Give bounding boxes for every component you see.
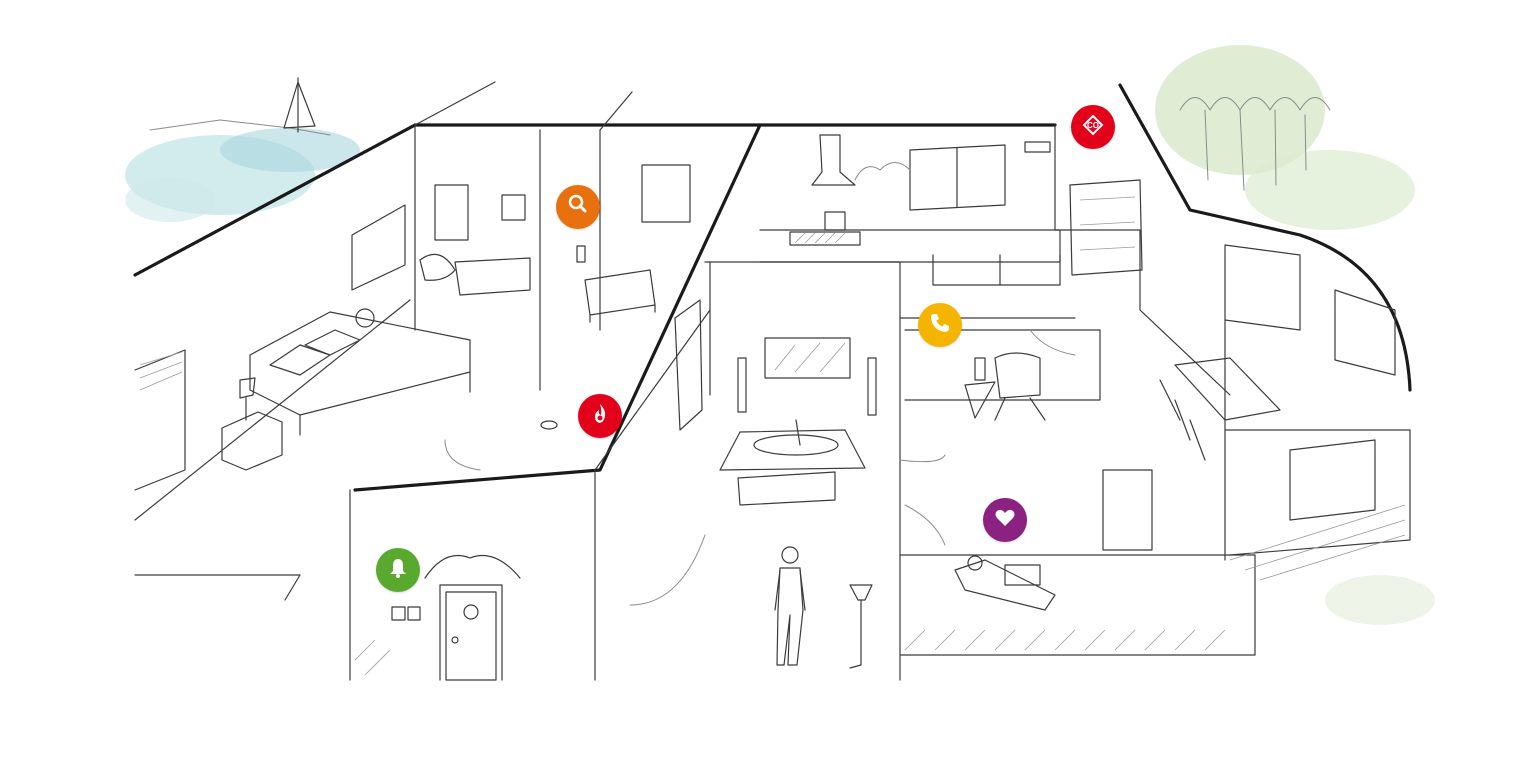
door-arcs xyxy=(444,329,1076,606)
health-marker[interactable] xyxy=(983,498,1027,542)
phone-icon xyxy=(928,311,952,340)
baby-rattle-icon xyxy=(566,193,590,222)
bell-icon xyxy=(386,556,410,585)
carbon-monoxide-marker[interactable]: CO xyxy=(1071,105,1115,149)
flame-icon xyxy=(588,402,612,431)
patio xyxy=(904,504,1406,651)
armchair-phone xyxy=(904,329,1101,421)
doorbell-marker[interactable] xyxy=(376,548,420,592)
heart-icon xyxy=(993,506,1017,535)
fire-marker[interactable] xyxy=(578,394,622,438)
floor-plan xyxy=(134,124,1411,681)
phone-marker[interactable] xyxy=(918,303,962,347)
trees-wash xyxy=(1155,45,1435,625)
living-room xyxy=(674,299,877,506)
bedroom xyxy=(134,184,531,491)
dining-area xyxy=(1102,244,1396,551)
nursery xyxy=(576,164,691,323)
standing-person xyxy=(774,546,873,669)
baby-monitor-marker[interactable] xyxy=(556,185,600,229)
entrance xyxy=(354,554,521,681)
co-label: CO xyxy=(1087,121,1099,130)
kitchen xyxy=(759,134,1143,286)
co-detector-icon: CO xyxy=(1081,113,1105,142)
sea-wash xyxy=(125,77,360,222)
